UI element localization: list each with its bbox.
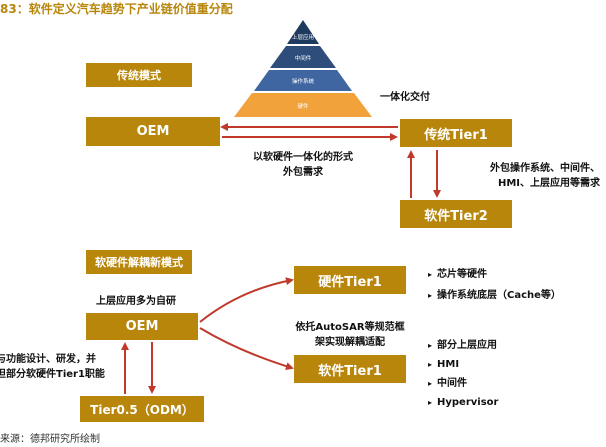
traditional-tier1-box: 传统Tier1 <box>400 119 512 147</box>
decoupled-mode-label: 软硬件解耦新模式 <box>86 250 192 274</box>
software-tier1-items: 部分上层应用 HMI 中间件 Hypervisor <box>428 336 498 412</box>
oem-tier1-desc-line2: 外包需求 <box>283 167 323 178</box>
traditional-mode-label: 传统模式 <box>86 63 192 87</box>
integrated-delivery-label: 一体化交付 <box>380 92 430 103</box>
oem-self-dev-label: 上层应用多为自研 <box>96 296 176 307</box>
autosar-desc: 依托AutoSAR等规范框 架实现解耦适配 <box>270 318 430 348</box>
oem-left-desc: 与功能设计、研发，并 担部分软硬件Tier1职能 <box>0 350 105 380</box>
sw-item: 中间件 <box>428 374 498 393</box>
sw-item: 部分上层应用 <box>428 336 498 355</box>
sw-item: HMI <box>428 355 498 374</box>
oem-tier1-desc-line1: 以软硬件一体化的形式 <box>253 152 353 163</box>
source-footnote: 料来源：德邦研究所绘制 <box>0 434 100 445</box>
hw-item: 芯片等硬件 <box>428 264 561 285</box>
oem-left-desc-line1: 与功能设计、研发，并 <box>0 354 96 365</box>
arrow-oem-to-sw-tier1 <box>199 327 294 371</box>
pyramid-layer-3 <box>254 70 352 91</box>
hardware-tier1-items: 芯片等硬件 操作系统底层（Cache等） <box>428 264 561 306</box>
pyramid-label-3: 操作系统 <box>292 77 315 85</box>
tier1-tier2-desc: 外包操作系统、中间件、 HMI、上层应用等需求 <box>450 159 600 189</box>
pyramid-label-base: 硬件 <box>297 102 309 110</box>
pyramid-label-top: 上层应用 <box>292 33 314 41</box>
odm-box: Tier0.5（ODM） <box>80 396 204 422</box>
pyramid-layer-base <box>234 93 372 117</box>
oem-left-desc-line2: 担部分软硬件Tier1职能 <box>0 369 105 380</box>
arrow-oem-to-hw-tier1 <box>199 277 294 323</box>
software-tier2-box: 软件Tier2 <box>400 200 512 228</box>
tier1-tier2-desc-line1: 外包操作系统、中间件、 <box>490 163 600 174</box>
software-tier1-box: 软件Tier1 <box>294 355 406 383</box>
hw-item: 操作系统底层（Cache等） <box>428 285 561 306</box>
decoupled-oem-box: OEM <box>86 313 198 340</box>
oem-tier1-desc: 以软硬件一体化的形式 外包需求 <box>228 148 378 178</box>
traditional-oem-box: OEM <box>86 117 220 146</box>
tier1-tier2-desc-line2: HMI、上层应用等需求 <box>497 178 600 189</box>
pyramid-layer-top <box>287 20 319 44</box>
hardware-tier1-box: 硬件Tier1 <box>294 266 406 294</box>
autosar-desc-line2: 架实现解耦适配 <box>315 337 385 348</box>
pyramid-layer-2 <box>270 46 336 68</box>
figure-title: 83：软件定义汽车趋势下产业链价值重分配 <box>0 2 233 16</box>
autosar-desc-line1: 依托AutoSAR等规范框 <box>295 322 405 333</box>
sw-item: Hypervisor <box>428 393 498 412</box>
pyramid-label-2: 中间件 <box>295 54 312 62</box>
